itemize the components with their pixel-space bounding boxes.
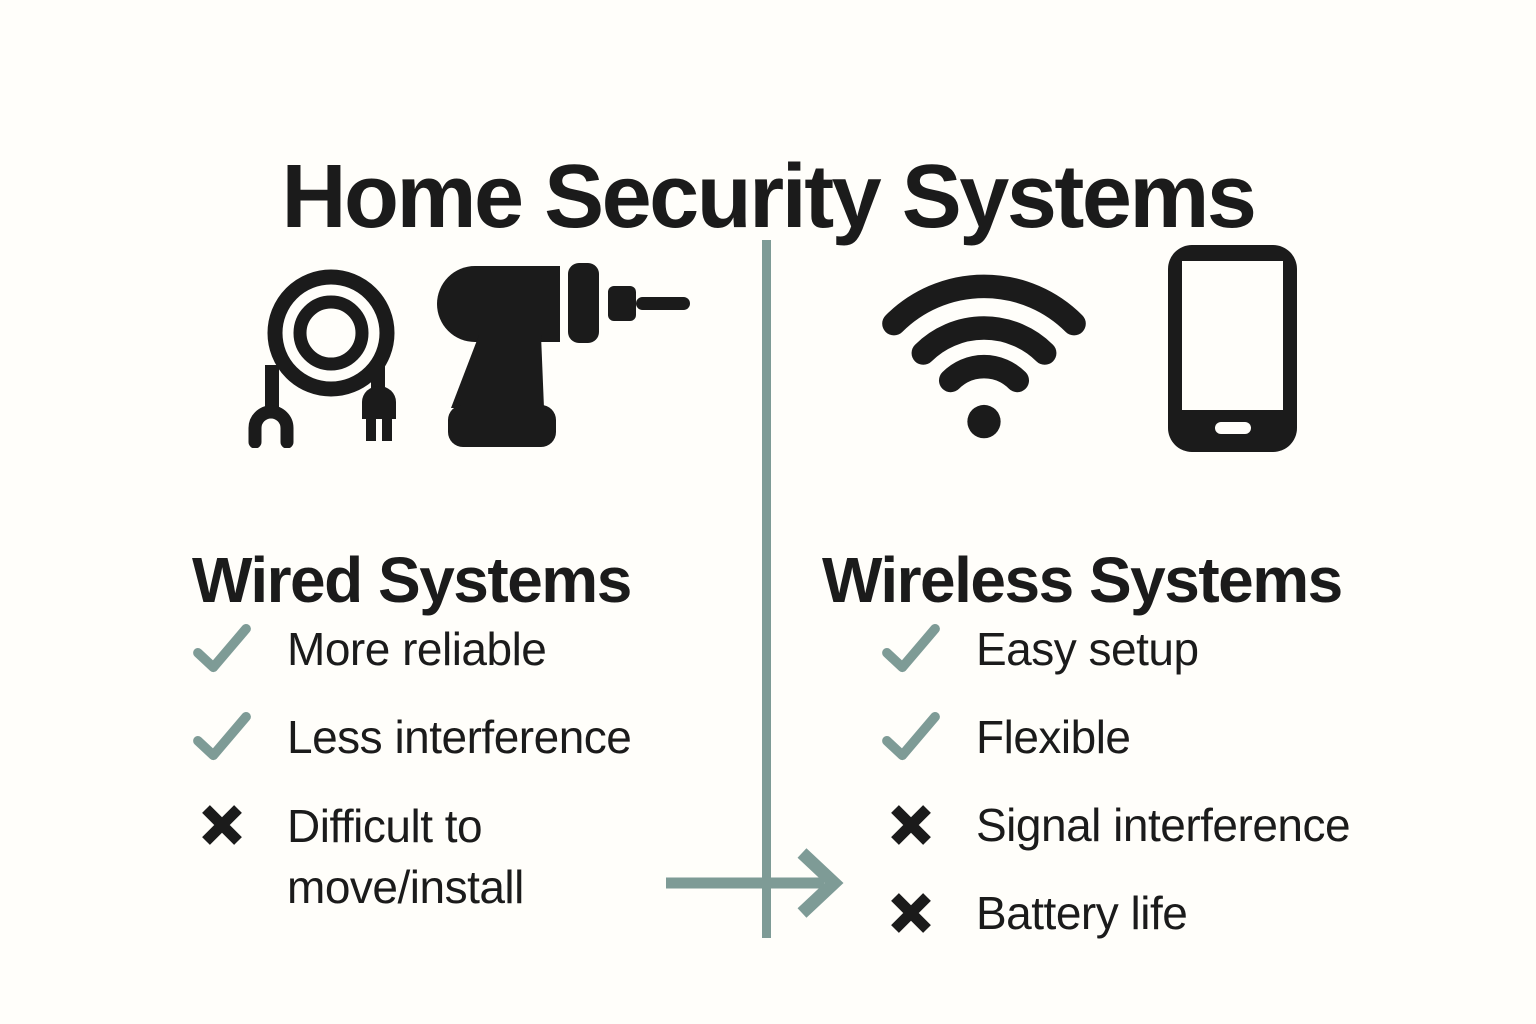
column-divider [762, 240, 771, 938]
list-item-label: Easy setup [976, 623, 1199, 675]
list-item-label: Difficult to move/install [287, 800, 524, 913]
wired-systems-heading: Wired Systems [192, 544, 632, 617]
list-item-label: Battery life [976, 887, 1188, 939]
check-icon [193, 708, 251, 766]
cable-icon [246, 268, 398, 448]
wired-feature-list: More reliable Less interference Difficul… [193, 620, 632, 948]
check-icon [882, 708, 940, 766]
list-item-label: Flexible [976, 711, 1131, 763]
list-item: Battery life [882, 884, 1350, 942]
list-item: More reliable [193, 620, 631, 678]
list-item: Flexible [882, 708, 1350, 766]
page-title: Home Security Systems [281, 147, 1257, 248]
list-item-label: More reliable [287, 623, 547, 675]
wireless-feature-list: Easy setup Flexible Signal interference … [882, 620, 1351, 972]
check-icon [193, 620, 251, 678]
drill-icon [437, 263, 690, 448]
cross-icon [193, 796, 251, 854]
cross-icon [882, 884, 940, 942]
list-item: Easy setup [882, 620, 1350, 678]
list-item: Signal interference [882, 796, 1351, 854]
list-item-label: Less interference [287, 711, 632, 763]
list-item-label: Signal interference [976, 799, 1351, 851]
cross-icon [882, 796, 940, 854]
wireless-systems-heading: Wireless Systems [822, 544, 1343, 617]
list-item: Difficult to move/install [193, 796, 631, 918]
wifi-icon [868, 262, 1100, 448]
list-item: Less interference [193, 708, 632, 766]
check-icon [882, 620, 940, 678]
smartphone-icon [1166, 243, 1299, 454]
right-arrow-icon [662, 846, 847, 920]
